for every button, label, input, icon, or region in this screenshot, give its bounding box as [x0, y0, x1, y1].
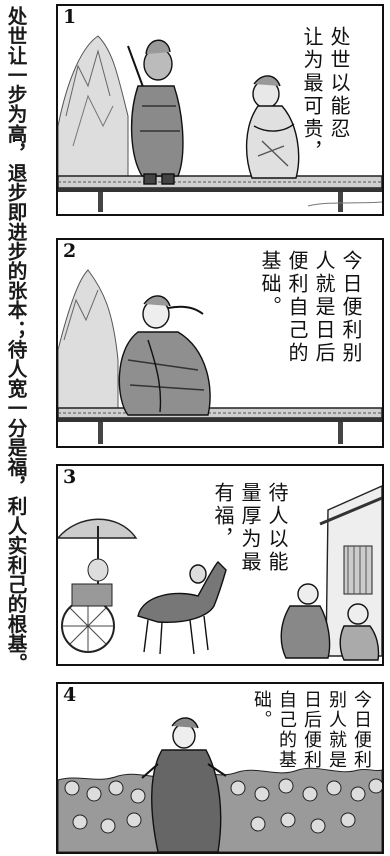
panel-3-illustration: [58, 485, 382, 661]
panel-number: 4: [63, 684, 77, 706]
panel-3-caption: 待人以能 量厚为最 有福，: [211, 482, 289, 574]
panel-1-caption: 处世以能忍 让为最可贵，: [300, 26, 351, 164]
comic-panel-4: 4 今日便利 别人就是 日后便利 自己的基 础。: [56, 682, 384, 854]
panel-2-caption: 今日便利别 人就是日后 便利自己的 基础。: [258, 250, 363, 365]
comic-panel-2: 2 今日便利别 人就是日后 便利自己的 基础。: [56, 238, 384, 448]
panel-1-illustration: [58, 35, 382, 212]
panel-4-caption: 今日便利 别人就是 日后便利 自己的基 础。: [251, 690, 372, 770]
comic-panel-3: 3 待人以能 量厚为最 有福，: [56, 464, 384, 666]
panel-number: 2: [63, 240, 77, 262]
panel-2-illustration: [58, 269, 382, 444]
panel-number: 1: [63, 6, 77, 28]
comic-panel-1: 1 处世以能忍 让为最可贵，: [56, 4, 384, 216]
margin-proverb: 处世让一步为高，退步即进步的张本；待人宽一分是福，利人实利己的根基。: [4, 6, 27, 673]
panel-4-illustration: [58, 717, 382, 852]
panel-number: 3: [63, 466, 77, 488]
